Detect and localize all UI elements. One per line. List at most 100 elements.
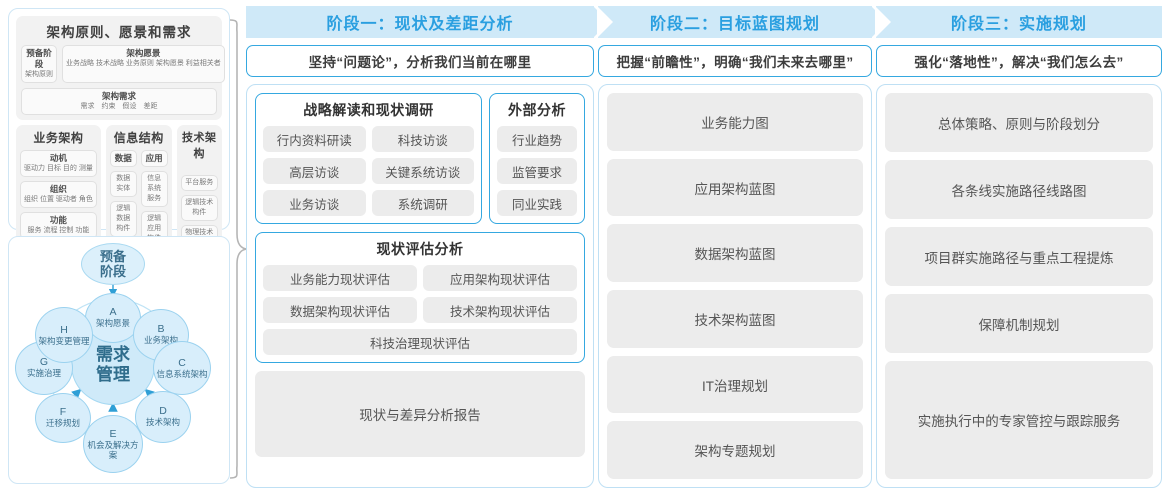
business-organization-cell[interactable]: 组织 组织 位置 驱动者 角色 xyxy=(20,181,97,208)
phase-3-header-label: 阶段三：实施规划 xyxy=(950,16,1087,33)
phase-2-body: 业务能力图 应用架构蓝图 数据架构蓝图 技术架构蓝图 IT治理规划 架构专题规划 xyxy=(598,84,872,488)
data-head-cell[interactable]: 数据 xyxy=(109,150,137,167)
adm-node-f[interactable]: F 迁移规划 xyxy=(35,393,91,443)
adm-node-b-label: 业务架构 xyxy=(143,335,178,345)
architecture-vision-sub: 业务战略 技术战略 业务原则 架构愿景 利益相关者 xyxy=(66,60,221,67)
phase-1-header[interactable]: 阶段一：现状及差距分析 xyxy=(246,6,609,38)
information-system-service-cell[interactable]: 信息系统服务 xyxy=(140,171,168,207)
architecture-framework-panel: 架构原则、愿景和需求 预备阶段 架构原则 架构愿景 业务战略 技术战略 业务原则… xyxy=(8,8,230,344)
blueprint-row[interactable]: 技术架构蓝图 xyxy=(607,290,863,348)
chip-item[interactable]: 系统调研 xyxy=(371,190,474,216)
phase-3: 阶段三：实施规划 强化“落地性”，解决“我们怎么去” 总体策略、原则与阶段划分 … xyxy=(875,6,1162,494)
business-motivation-cell[interactable]: 动机 驱动力 目标 目的 测量 xyxy=(20,150,97,177)
blueprint-row[interactable]: 应用架构蓝图 xyxy=(607,158,863,217)
blueprint-row[interactable]: 数据架构蓝图 xyxy=(607,224,863,283)
framework-title: 架构原则、愿景和需求 xyxy=(46,25,192,40)
business-architecture-title: 业务架构 xyxy=(33,131,84,145)
data-entity-cell[interactable]: 数据实体 xyxy=(109,171,137,197)
adm-node-e[interactable]: E 机会及解决方案 xyxy=(83,415,143,473)
chip-item[interactable]: 同业实践 xyxy=(497,190,577,216)
chip-item[interactable]: 行业趋势 xyxy=(497,126,577,152)
platform-service-label: 平台服务 xyxy=(185,179,214,186)
principles-vision-requirements-group: 架构原则、愿景和需求 预备阶段 架构原则 架构愿景 业务战略 技术战略 业务原则… xyxy=(16,16,225,120)
phase-1-top-cards: 战略解读和现状调研 行内资料研读 科技访谈 高层访谈 关键系统访谈 业务访谈 系… xyxy=(255,93,585,224)
implementation-row[interactable]: 保障机制规划 xyxy=(885,294,1153,353)
phase-2-header[interactable]: 阶段二：目标蓝图规划 xyxy=(597,6,887,38)
chip-item[interactable]: 科技治理现状评估 xyxy=(263,329,577,355)
phase-2-subtitle: 把握“前瞻性”，明确“我们未来去哪里” xyxy=(598,45,872,77)
business-organization-sub: 组织 位置 驱动者 角色 xyxy=(24,196,93,203)
phase-3-header[interactable]: 阶段三：实施规划 xyxy=(875,6,1162,38)
logical-tech-component-cell[interactable]: 逻辑技术构件 xyxy=(180,195,218,221)
adm-center-line1: 需求 xyxy=(96,345,130,364)
adm-node-d[interactable]: D 技术架构 xyxy=(135,391,191,443)
adm-node-g-letter: G xyxy=(39,356,49,368)
phase-2-header-label: 阶段二：目标蓝图规划 xyxy=(649,16,820,33)
chip-item[interactable]: 行内资料研读 xyxy=(263,126,366,152)
application-head-cell[interactable]: 应用 xyxy=(140,150,168,167)
prep-stage-cell[interactable]: 预备阶段 架构原则 xyxy=(21,45,57,83)
business-function-cell[interactable]: 功能 服务 流程 控制 功能 xyxy=(20,212,97,239)
current-state-assessment-chips: 业务能力现状评估 应用架构现状评估 数据架构现状评估 技术架构现状评估 科技治理… xyxy=(263,265,577,355)
blueprint-row[interactable]: 架构专题规划 xyxy=(607,421,863,480)
business-motivation-head: 动机 xyxy=(49,153,67,163)
strategy-research-chips: 行内资料研读 科技访谈 高层访谈 关键系统访谈 业务访谈 系统调研 xyxy=(263,126,474,216)
adm-center-line2: 管理 xyxy=(96,365,130,384)
data-head: 数据 xyxy=(114,153,132,163)
logical-data-component-cell[interactable]: 逻辑数据构件 xyxy=(109,201,137,237)
implementation-row[interactable]: 项目群实施路径与重点工程提炼 xyxy=(885,227,1153,286)
phase-1-subtitle: 坚持“问题论”，分析我们当前在哪里 xyxy=(246,45,594,77)
phase-3-notch-icon xyxy=(875,6,891,38)
chip-item[interactable]: 数据架构现状评估 xyxy=(263,297,417,323)
prep-stage-sub: 架构原则 xyxy=(25,71,53,78)
adm-node-g-label: 实施治理 xyxy=(26,368,61,378)
business-function-sub: 服务 流程 控制 功能 xyxy=(27,227,90,234)
architecture-vision-cell[interactable]: 架构愿景 业务战略 技术战略 业务原则 架构愿景 利益相关者 xyxy=(62,45,225,83)
chip-item[interactable]: 高层访谈 xyxy=(263,158,366,184)
chip-item[interactable]: 应用架构现状评估 xyxy=(423,265,577,291)
chip-item[interactable]: 关键系统访谈 xyxy=(371,158,474,184)
chip-item[interactable]: 科技访谈 xyxy=(371,126,474,152)
current-state-assessment-card: 现状评估分析 业务能力现状评估 应用架构现状评估 数据架构现状评估 技术架构现状… xyxy=(255,232,585,363)
technology-architecture-title: 技术架构 xyxy=(182,132,217,160)
blueprint-row[interactable]: 业务能力图 xyxy=(607,93,863,151)
adm-node-d-label: 技术架构 xyxy=(145,417,180,427)
adm-node-prep[interactable]: 预备 阶段 xyxy=(81,243,145,285)
adm-node-prep-line2: 阶段 xyxy=(99,264,126,279)
gap-analysis-report[interactable]: 现状与差异分析报告 xyxy=(255,371,585,457)
platform-service-cell[interactable]: 平台服务 xyxy=(180,175,218,191)
blueprint-row[interactable]: IT治理规划 xyxy=(607,355,863,414)
chip-item[interactable]: 监管要求 xyxy=(497,158,577,184)
adm-node-e-letter: E xyxy=(109,427,117,440)
business-motivation-sub: 驱动力 目标 目的 测量 xyxy=(24,165,93,172)
adm-node-d-letter: D xyxy=(159,405,167,417)
prep-vision-row: 预备阶段 架构原则 架构愿景 业务战略 技术战略 业务原则 架构愿景 利益相关者 xyxy=(21,45,225,83)
adm-node-c[interactable]: C 信息系统架构 xyxy=(153,341,211,395)
strategy-research-card: 战略解读和现状调研 行内资料研读 科技访谈 高层访谈 关键系统访谈 业务访谈 系… xyxy=(255,93,482,224)
implementation-row[interactable]: 实施执行中的专家管控与跟踪服务 xyxy=(885,361,1153,479)
chip-item[interactable]: 业务能力现状评估 xyxy=(263,265,417,291)
adm-node-h-label: 架构变更管理 xyxy=(38,335,90,346)
phase-1-header-label: 阶段一：现状及差距分析 xyxy=(326,16,514,33)
adm-node-h[interactable]: H 架构变更管理 xyxy=(35,307,93,363)
information-architecture-title: 信息结构 xyxy=(113,131,164,145)
current-state-assessment-title: 现状评估分析 xyxy=(376,241,464,257)
adm-node-f-label: 迁移规划 xyxy=(45,418,80,428)
architecture-requirements-sub: 需求 约束 假设 差距 xyxy=(80,103,158,110)
external-analysis-card: 外部分析 行业趋势 监管要求 同业实践 xyxy=(489,93,585,224)
adm-node-e-label: 机会及解决方案 xyxy=(87,439,139,460)
implementation-row[interactable]: 各条线实施路径线路图 xyxy=(885,160,1153,219)
logical-data-component-label: 逻辑数据构件 xyxy=(116,205,131,232)
implementation-row[interactable]: 总体策略、原则与阶段划分 xyxy=(885,93,1153,152)
business-organization-head: 组织 xyxy=(49,184,67,194)
architecture-requirements-head: 架构需求 xyxy=(101,91,136,101)
architecture-requirements-cell[interactable]: 架构需求 需求 约束 假设 差距 xyxy=(21,88,217,115)
chip-item[interactable]: 业务访谈 xyxy=(263,190,366,216)
phase-1-body: 战略解读和现状调研 行内资料研读 科技访谈 高层访谈 关键系统访谈 业务访谈 系… xyxy=(246,84,594,488)
phase-3-body: 总体策略、原则与阶段划分 各条线实施路径线路图 项目群实施路径与重点工程提炼 保… xyxy=(876,84,1162,488)
chip-item[interactable]: 技术架构现状评估 xyxy=(423,297,577,323)
adm-node-a-letter: A xyxy=(109,306,117,318)
external-analysis-title: 外部分析 xyxy=(508,102,566,118)
adm-node-f-letter: F xyxy=(59,406,67,418)
adm-node-a-label: 架构愿景 xyxy=(95,318,130,328)
